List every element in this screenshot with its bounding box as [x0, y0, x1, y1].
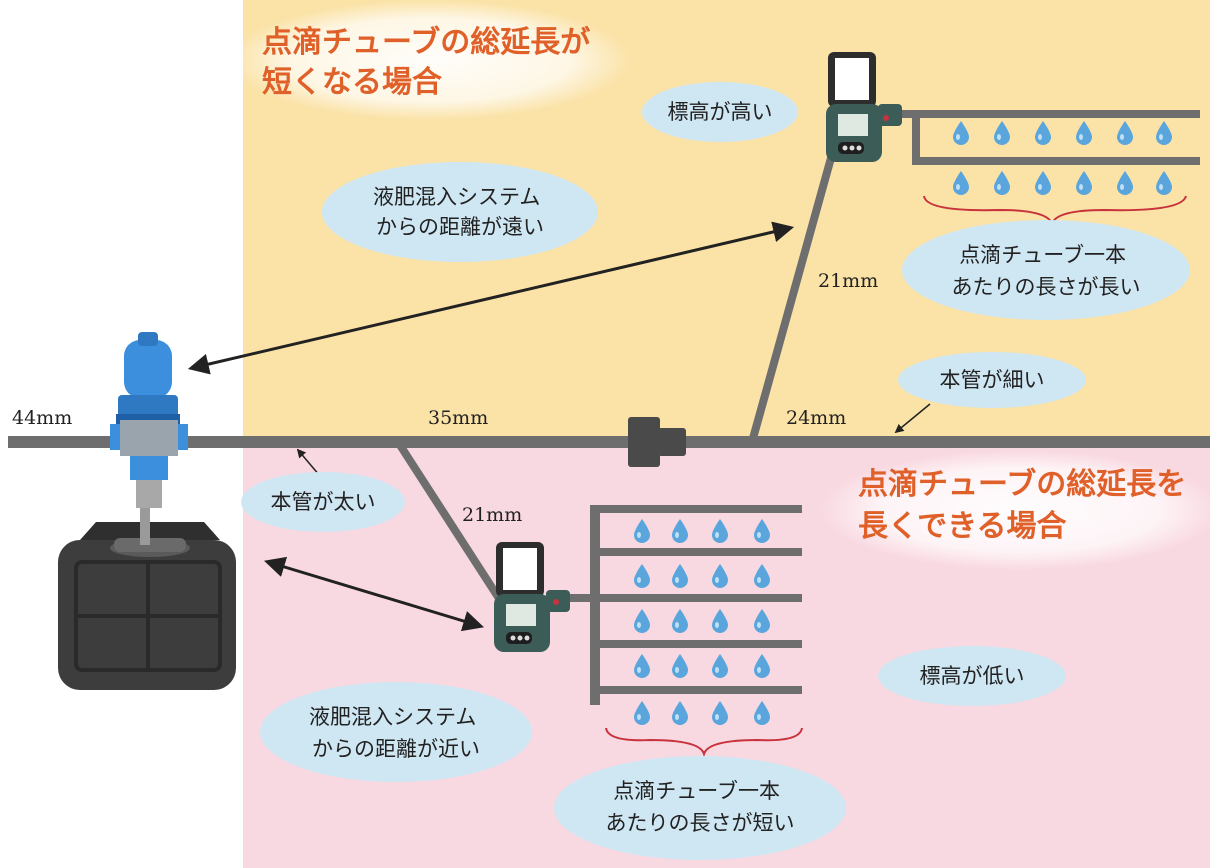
size-main-inlet: 44mm	[12, 407, 72, 429]
injector-pump	[110, 332, 188, 508]
svg-text:液肥混入システム からの距離が近い: 液肥混入システム からの距離が近い	[309, 705, 483, 761]
controller-lower	[494, 542, 570, 652]
heading-upper-line2: 短くなる場合	[262, 65, 442, 100]
pipe-reducer	[628, 417, 660, 467]
drip-tubes-lower	[560, 505, 802, 705]
heading-lower-line1: 点滴チューブの総延長を	[858, 467, 1186, 502]
bubble-distance-far: 液肥混入システム からの距離が遠い	[322, 162, 598, 262]
size-branch-upper: 21mm	[818, 270, 878, 292]
svg-text:点滴チューブ一本 あたりの長さが長い: 点滴チューブ一本 あたりの長さが長い	[952, 243, 1141, 299]
pointer-main-thin	[894, 403, 931, 434]
fertilizer-tank	[58, 522, 236, 690]
svg-text:点滴チューブ一本 あたりの長さが短い: 点滴チューブ一本 あたりの長さが短い	[606, 779, 795, 835]
bubble-main-thin: 本管が細い	[898, 352, 1086, 408]
distance-arrow-near	[263, 556, 485, 632]
bubble-distance-near: 液肥混入システム からの距離が近い	[260, 682, 532, 782]
size-main-mid: 35mm	[428, 407, 488, 429]
bubble-tube-long: 点滴チューブ一本 あたりの長さが長い	[902, 220, 1190, 320]
svg-text:標高が低い: 標高が低い	[920, 664, 1025, 688]
heading-upper-line1: 点滴チューブの総延長が	[262, 25, 590, 60]
brace-lower	[605, 727, 803, 758]
controller-upper	[826, 52, 902, 162]
svg-text:本管が細い: 本管が細い	[940, 368, 1045, 392]
size-branch-lower: 21mm	[462, 504, 522, 526]
svg-text:標高が高い: 標高が高い	[668, 100, 773, 124]
drip-tubes-upper	[900, 110, 1200, 165]
heading-lower: 点滴チューブの総延長を 長くできる場合	[858, 467, 1197, 544]
svg-text:液肥混入システム からの距離が遠い: 液肥混入システム からの距離が遠い	[373, 185, 547, 239]
heading-lower-line2: 長くできる場合	[858, 509, 1067, 544]
bubble-tube-short: 点滴チューブ一本 あたりの長さが短い	[554, 756, 846, 860]
distance-arrow-far	[187, 221, 795, 375]
bubble-elevation-high: 標高が高い	[642, 82, 798, 142]
pointer-main-thick	[296, 448, 321, 477]
size-main-end: 24mm	[786, 407, 846, 429]
bubble-main-thick: 本管が太い	[241, 472, 405, 532]
bubble-elevation-low: 標高が低い	[878, 646, 1066, 706]
heading-upper: 点滴チューブの総延長が 短くなる場合	[262, 25, 601, 100]
svg-text:本管が太い: 本管が太い	[271, 490, 376, 514]
main-pipe	[8, 436, 1210, 448]
